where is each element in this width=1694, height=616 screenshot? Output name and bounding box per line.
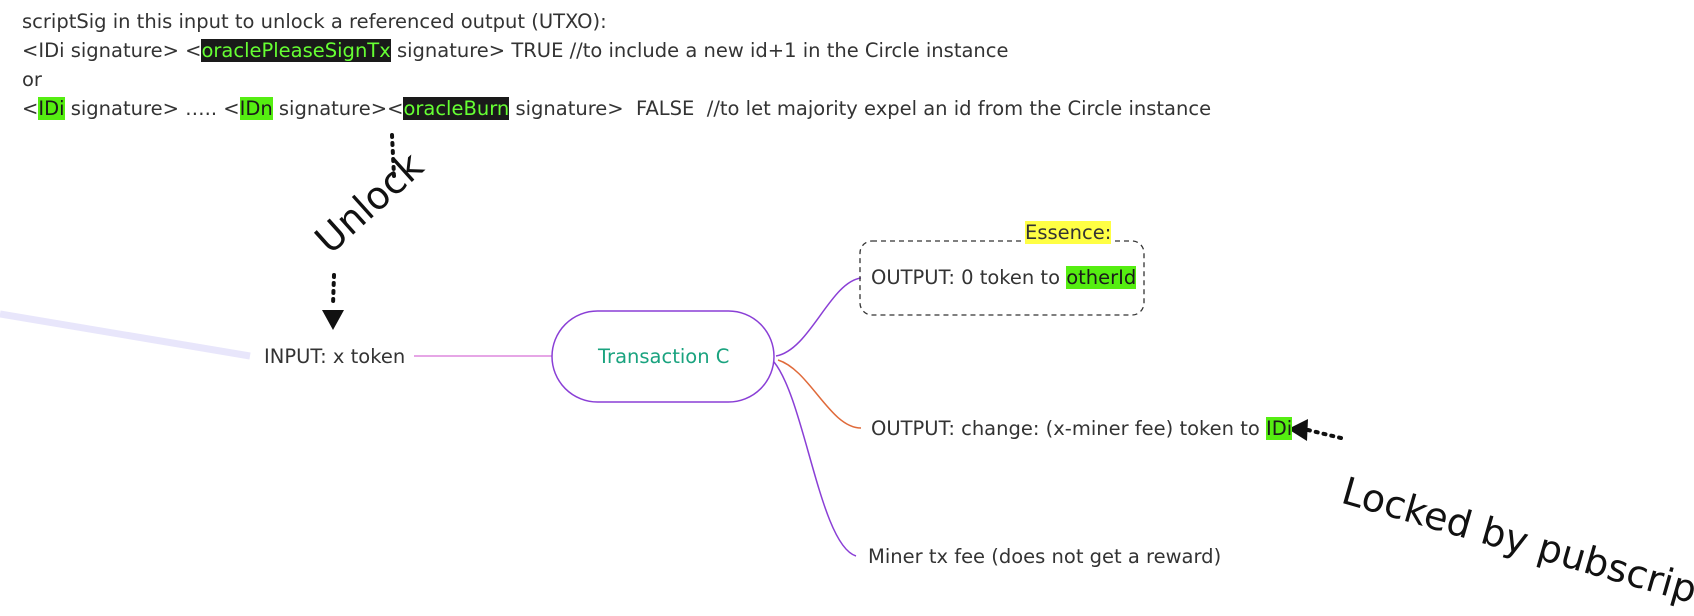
branch-to-fee [773,361,857,557]
output-node-other-id: OUTPUT: 0 token to otherId [871,266,1137,289]
locked-arrowhead [1288,419,1308,441]
output2-prefix: OUTPUT: change: (x-miner fee) token to [871,417,1266,440]
script-heading: scriptSig in this input to unlock a refe… [22,10,607,33]
output1-prefix: OUTPUT: 0 token to [871,266,1067,289]
locked-dotted-line [1306,428,1343,440]
miner-fee-node: Miner tx fee (does not get a reward) [868,545,1222,568]
essence-label-text: Essence: [1025,221,1112,244]
unlock-arrowhead [322,310,344,330]
line2-text-c: signature>< [272,97,404,120]
essence-label: Essence: [1025,221,1112,244]
branch-to-output1 [775,277,862,357]
oracle-please-sign-tx-highlight: oraclePleaseSignTx [201,39,391,62]
oracle-burn-highlight: oracleBurn [403,97,510,120]
script-or: or [22,68,42,91]
diagram-canvas [0,133,1343,557]
incoming-faint-line [0,310,251,360]
script-line1: <IDi signature> <oraclePleaseSignTx sign… [22,39,1009,62]
branch-to-output2 [777,359,862,429]
idi-output-highlight: IDi [1265,417,1293,440]
unlock-dotted-bottom [331,273,336,307]
transaction-node-label: Transaction C [598,345,730,368]
idn-highlight: IDn [239,97,273,120]
unlock-dotted-top [390,133,396,178]
essence-box [859,240,1145,316]
line1-text-a: <IDi signature> < [22,39,202,62]
other-id-highlight: otherId [1066,266,1137,289]
idi-highlight: IDi [38,97,65,120]
script-line2: <IDi signature> ….. <IDn signature><orac… [22,97,1212,120]
line1-text-b: signature> TRUE //to include a new id+1 … [390,39,1009,62]
line2-text-d: signature> FALSE //to let majority expel… [509,97,1212,120]
line2-text-b: signature> ….. < [64,97,240,120]
output-node-change: OUTPUT: change: (x-miner fee) token to I… [871,417,1293,440]
transaction-node-shape [551,310,775,403]
line2-text-a: < [22,97,39,120]
input-node: INPUT: x token [264,345,406,368]
